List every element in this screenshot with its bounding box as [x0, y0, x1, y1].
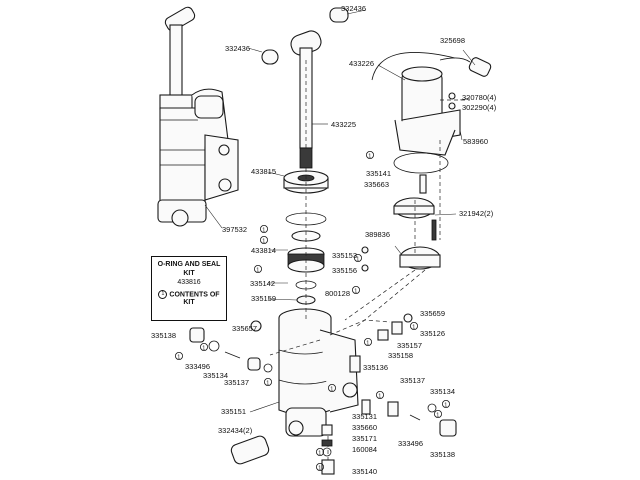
part-label: 333496	[185, 362, 210, 371]
kit-marker: 1	[253, 264, 262, 274]
part-label: 335158	[388, 351, 413, 360]
part-label: 332434(2)	[218, 426, 253, 435]
kit-marker: 1	[259, 235, 268, 245]
part-label: 335171	[352, 434, 377, 443]
part-label: 335660	[352, 423, 377, 432]
part-label: 335141	[366, 169, 391, 178]
svg-text:1: 1	[412, 325, 415, 331]
kit-marker: 1	[315, 447, 324, 457]
svg-text:1: 1	[368, 154, 371, 160]
part-label: 335140	[352, 467, 377, 476]
part-label: 335134	[430, 387, 455, 396]
kit-marker: 1	[263, 377, 272, 387]
part-label: 335156	[332, 266, 357, 275]
kit-marker: 1	[174, 351, 183, 361]
svg-text:1: 1	[262, 228, 265, 234]
kit-marker: 1	[199, 342, 208, 352]
motor-assembly	[371, 52, 492, 270]
part-label: 335657	[232, 324, 257, 333]
kit-marker: 1	[353, 253, 362, 263]
part-label: 321942(2)	[459, 209, 494, 218]
main-cylinder	[278, 308, 391, 437]
svg-text:1: 1	[356, 257, 359, 263]
svg-text:1: 1	[330, 387, 333, 393]
part-label: 433814	[251, 246, 276, 255]
kit-marker: 1	[433, 409, 442, 419]
part-label: 160084	[352, 445, 377, 454]
kit-marker: 1	[409, 321, 418, 331]
kit-marker-icon: 1	[158, 289, 168, 299]
piston-rod	[261, 7, 349, 169]
svg-text:1: 1	[202, 346, 205, 352]
svg-text:1: 1	[177, 355, 180, 361]
part-label: 335136	[363, 363, 388, 372]
part-label: 335137	[224, 378, 249, 387]
part-label: 320780(4)	[462, 93, 497, 102]
svg-text:1: 1	[318, 466, 321, 472]
kit-marker: 1	[375, 390, 384, 400]
kit-marker: 1	[441, 399, 450, 409]
svg-text:1: 1	[378, 394, 381, 400]
part-label: 433225	[331, 120, 356, 129]
leader-lines	[204, 9, 476, 413]
part-label: 332436	[341, 4, 366, 13]
part-label: 335663	[364, 180, 389, 189]
legend-title: O-RING AND SEAL KIT	[157, 261, 221, 277]
part-label: 397532	[222, 225, 247, 234]
part-label: 433226	[349, 59, 374, 68]
svg-text:1: 1	[266, 381, 269, 387]
svg-text:1: 1	[366, 341, 369, 347]
kit-markers: 1 1 1 1 1 1 1 1 1 1 1 1 1 1 1 1 1	[174, 150, 450, 472]
part-label: 335157	[397, 341, 422, 350]
svg-text:1: 1	[256, 268, 259, 274]
part-label: 302290(4)	[462, 103, 497, 112]
part-label: 389836	[365, 230, 390, 239]
legend-kit-number: 433816	[177, 279, 201, 286]
part-label: 335153	[332, 251, 357, 260]
svg-text:1: 1	[318, 451, 321, 457]
part-label: 335126	[420, 329, 445, 338]
part-labels: 332436 332436 325698 433226 320780(4) 30…	[151, 4, 497, 476]
part-label: 433815	[251, 167, 276, 176]
assembly-lines	[269, 60, 470, 465]
part-label: 335134	[203, 371, 228, 380]
assembled-pump-unit	[157, 6, 239, 227]
kit-marker: 1	[327, 383, 336, 393]
kit-marker: 1	[351, 285, 360, 295]
part-label: 335137	[400, 376, 425, 385]
part-label: 332436	[225, 44, 250, 53]
part-label: 335159	[251, 294, 276, 303]
kit-marker: 1	[259, 224, 268, 234]
kit-marker: 1	[315, 462, 324, 472]
part-label: 335151	[221, 407, 246, 416]
svg-text:1: 1	[354, 289, 357, 295]
part-label: 800128	[325, 289, 350, 298]
part-label: 335138	[430, 450, 455, 459]
part-label: 335138	[151, 331, 176, 340]
part-label: 325698	[440, 36, 465, 45]
part-label: 335142	[250, 279, 275, 288]
part-label: 335659	[420, 309, 445, 318]
svg-text:1: 1	[444, 403, 447, 409]
side-fittings	[189, 246, 457, 475]
svg-text:1: 1	[262, 239, 265, 245]
part-label: 335131	[352, 412, 377, 421]
part-label: 583960	[463, 137, 488, 146]
kit-marker: 1	[363, 337, 372, 347]
kit-marker: 1	[365, 150, 374, 160]
svg-text:1: 1	[436, 413, 439, 419]
part-label: 333496	[398, 439, 423, 448]
legend-contents-text: CONTENTS OF KIT	[169, 290, 220, 307]
